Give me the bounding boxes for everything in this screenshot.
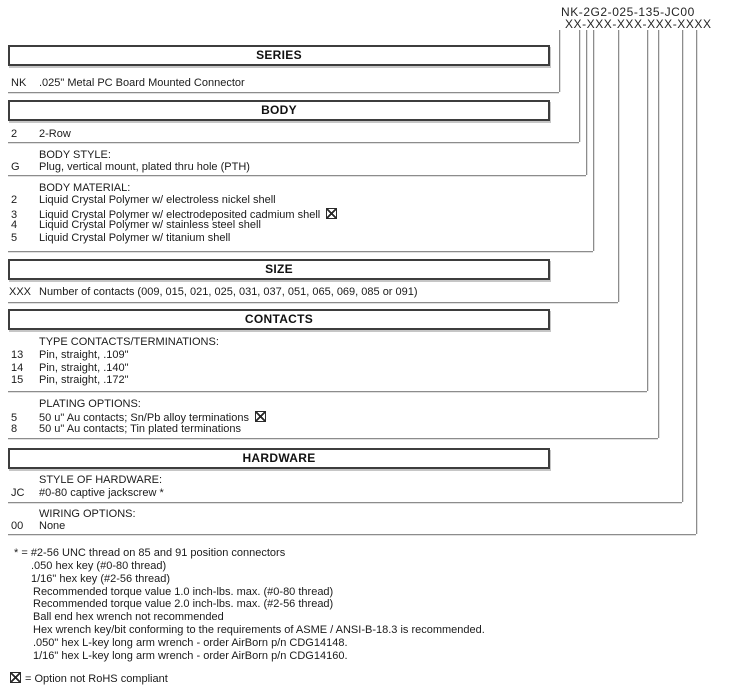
body-style-heading: BODY STYLE: [39, 149, 111, 161]
connector-line-plating [658, 30, 659, 438]
connector-line-body-rows [579, 30, 580, 142]
option-desc: None [39, 520, 66, 532]
underline-body-rows [8, 142, 579, 143]
option-desc: Plug, vertical mount, plated thru hole (… [39, 161, 250, 173]
option-code: JC [11, 487, 25, 499]
option-code: NK [11, 77, 27, 89]
option-desc: 50 u" Au contacts; Tin plated terminatio… [39, 423, 242, 435]
option-code: 4 [11, 219, 18, 231]
body-material-row: 4 Liquid Crystal Polymer w/ stainless ste… [11, 219, 261, 231]
size-row: XXX Number of contacts (009, 015, 021, 02… [9, 286, 418, 298]
part-number-example: NK-2G2-025-135-JC00 [561, 5, 695, 19]
connector-line-size [618, 30, 619, 302]
body-row: 2 2-Row [11, 128, 71, 140]
section-header-body: BODY [8, 100, 550, 121]
footnote-line: 1/16" hex key (#2-56 thread) [31, 573, 171, 585]
underline-plating [8, 438, 658, 439]
option-code: XXX [9, 286, 32, 298]
body-style-row: G Plug, vertical mount, plated thru hole … [11, 161, 250, 173]
option-code: 14 [11, 362, 24, 374]
connector-line-series [559, 30, 560, 92]
option-code: G [11, 161, 20, 173]
connector-line-hardware-style [682, 30, 683, 502]
hardware-style-heading: STYLE OF HARDWARE: [39, 474, 163, 486]
section-header-contacts: CONTACTS [8, 309, 550, 330]
footnote-line: Ball end hex wrench not recommended [33, 611, 224, 623]
not-rohs-icon [254, 411, 266, 422]
connector-line-wiring [696, 30, 697, 534]
option-code: 3 [11, 209, 18, 221]
underline-series [8, 92, 559, 93]
underline-hardware-style [8, 502, 682, 503]
not-rohs-icon [326, 208, 338, 219]
contacts-type-row: 13 Pin, straight, .109" [11, 349, 129, 361]
plating-row: 5 50 u" Au contacts; Sn/Pb alloy terminat… [11, 410, 266, 424]
footnote-line: Recommended torque value 2.0 inch-lbs. m… [33, 598, 334, 610]
not-rohs-icon [10, 672, 21, 683]
wiring-row: 00 None [11, 520, 65, 532]
section-header-size: SIZE [8, 259, 550, 280]
body-material-heading: BODY MATERIAL: [39, 182, 131, 194]
option-code: 8 [11, 423, 18, 435]
option-desc: Liquid Crystal Polymer w/ electroless ni… [39, 194, 276, 206]
section-header-hardware: HARDWARE [8, 448, 550, 469]
section-header-series: SERIES [8, 45, 550, 66]
option-desc: #0-80 captive jackscrew * [39, 487, 164, 499]
option-desc: Pin, straight, .172" [39, 374, 129, 386]
contacts-type-row: 14 Pin, straight, .140" [11, 362, 129, 374]
contacts-type-heading: TYPE CONTACTS/TERMINATIONS: [39, 336, 219, 348]
contacts-type-row: 15 Pin, straight, .172" [11, 374, 129, 386]
underline-wiring [8, 534, 696, 535]
option-desc: Liquid Crystal Polymer w/ stainless stee… [39, 219, 261, 231]
hardware-style-row: JC #0-80 captive jackscrew * [11, 487, 164, 499]
rohs-legend-text: = Option not RoHS compliant [25, 673, 168, 685]
underline-size [8, 302, 618, 303]
footnote-line: Hex wrench key/bit conforming to the req… [33, 624, 485, 636]
connector-line-contacts-type [647, 30, 648, 391]
part-number-mask: XX-XXX-XXX-XXX-XXXX [565, 17, 712, 31]
underline-body-style [8, 175, 586, 176]
option-code: 5 [11, 232, 18, 244]
option-desc: Number of contacts (009, 015, 021, 025, … [39, 286, 418, 298]
body-material-row: 3 Liquid Crystal Polymer w/ electrodeposi… [11, 207, 338, 221]
option-desc: .025" Metal PC Board Mounted Connector [39, 77, 245, 89]
option-code: 2 [11, 128, 18, 140]
footnote-line: .050 hex key (#0-80 thread) [31, 560, 167, 572]
option-desc: Liquid Crystal Polymer w/ electrodeposit… [39, 209, 321, 221]
body-material-row: 5 Liquid Crystal Polymer w/ titanium shel… [11, 232, 230, 244]
option-desc: Liquid Crystal Polymer w/ titanium shell [39, 232, 231, 244]
option-code: 00 [11, 520, 24, 532]
series-row: NK .025" Metal PC Board Mounted Connector [11, 77, 245, 89]
plating-row: 8 50 u" Au contacts; Tin plated terminati… [11, 423, 241, 435]
option-desc: Pin, straight, .109" [39, 349, 129, 361]
rohs-legend: = Option not RoHS compliant [10, 671, 168, 685]
connector-line-body-style [586, 30, 587, 175]
body-material-row: 2 Liquid Crystal Polymer w/ electroless n… [11, 194, 276, 206]
option-code: 2 [11, 194, 18, 206]
footnote-line: * = #2-56 UNC thread on 85 and 91 positi… [14, 547, 286, 559]
option-desc: Pin, straight, .140" [39, 362, 129, 374]
underline-contacts-type [8, 391, 647, 392]
connector-line-body-material [593, 30, 594, 251]
option-code: 5 [11, 412, 18, 424]
footnote-line: .050" hex L-key long arm wrench - order … [33, 637, 348, 649]
option-desc: 50 u" Au contacts; Sn/Pb alloy terminati… [39, 412, 249, 424]
footnote-line: Recommended torque value 1.0 inch-lbs. m… [33, 586, 334, 598]
plating-heading: PLATING OPTIONS: [39, 398, 141, 410]
option-desc: 2-Row [39, 128, 71, 140]
underline-body-material [8, 251, 593, 252]
option-code: 13 [11, 349, 24, 361]
option-code: 15 [11, 374, 24, 386]
wiring-heading: WIRING OPTIONS: [39, 508, 136, 520]
footnote-line: 1/16" hex L-key long arm wrench - order … [33, 650, 348, 662]
